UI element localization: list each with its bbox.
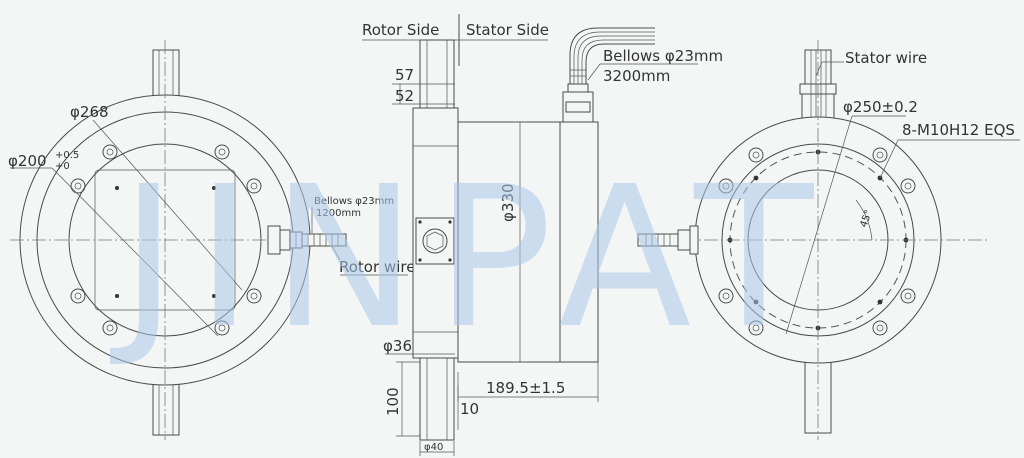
- phi268-label: φ268: [70, 103, 109, 121]
- side-stator-body: [457, 121, 599, 363]
- phi250-label: φ250±0.2: [843, 98, 918, 116]
- phi200-tol-lower: +0: [55, 161, 70, 172]
- right-mount-holes: [718, 147, 916, 336]
- left-rotor-connector: [267, 225, 347, 255]
- left-view: φ268 φ200 +0.5 +0 Bellows φ23mm 1200mm R…: [8, 40, 415, 440]
- side-view: 57 52 φ330 φ36 100 10 φ40 189.5±1.5 Roto…: [362, 14, 723, 456]
- stator-side-header: Stator Side: [466, 21, 549, 39]
- rotor-bellows-length: 1200mm: [316, 208, 361, 219]
- phi36-label: φ36: [383, 337, 412, 355]
- dim-52: 52: [395, 87, 414, 105]
- stator-wire-label: Stator wire: [845, 49, 927, 67]
- dim-57: 57: [395, 66, 414, 84]
- dim-10: 10: [460, 400, 479, 418]
- phi330-label: φ330: [499, 183, 517, 222]
- phi200-tol-upper: +0.5: [55, 150, 79, 161]
- jinpat-watermark: JINPAT: [109, 144, 831, 371]
- rotor-wire-label: Rotor wire: [339, 258, 415, 276]
- rotor-bellows-label: Bellows φ23mm: [314, 196, 394, 207]
- rotor-side-header: Rotor Side: [362, 21, 439, 39]
- right-view: Stator wire φ250±0.2 8-M10H12 EQS 45°: [637, 40, 1020, 440]
- phi200-label: φ200: [8, 152, 47, 170]
- side-rotor-connector: [415, 217, 455, 265]
- dim-189: 189.5±1.5: [486, 379, 565, 397]
- left-mount-holes: [70, 144, 262, 336]
- stator-bellows-label: Bellows φ23mm: [603, 47, 723, 65]
- holes-label: 8-M10H12 EQS: [902, 121, 1015, 139]
- phi40-label: φ40: [424, 442, 443, 453]
- side-stator-gland: [562, 27, 655, 123]
- right-stator-connector: [637, 225, 699, 255]
- dim-100: 100: [384, 387, 402, 416]
- stator-bellows-length: 3200mm: [603, 67, 670, 85]
